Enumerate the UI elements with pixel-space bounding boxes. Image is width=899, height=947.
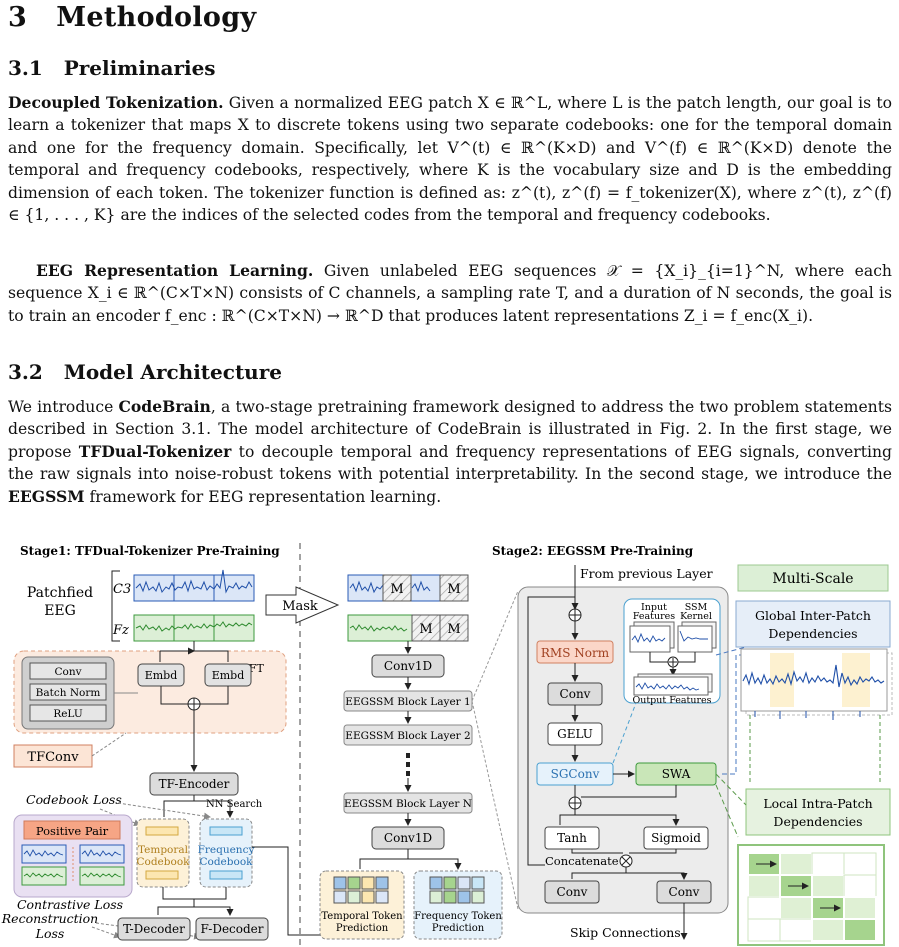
t-decoder-box: [117, 917, 191, 941]
svg-text:Embd: Embd: [212, 669, 245, 682]
subsection-heading-preliminaries: 3.1 Preliminaries: [8, 56, 216, 80]
stage1-title: Stage1: TFDual-Tokenizer Pre-Training: [20, 544, 280, 558]
svg-text:Conv: Conv: [560, 687, 591, 701]
conv-box: [29, 662, 107, 680]
svg-text:RMS Norm: RMS Norm: [541, 646, 610, 660]
relu-box: [29, 704, 107, 722]
mask-token: [382, 574, 412, 602]
svg-text:Positive Pair: Positive Pair: [36, 824, 109, 838]
svg-text:GELU: GELU: [557, 727, 593, 741]
svg-text:Conv1D: Conv1D: [384, 659, 432, 673]
svg-text:Conv: Conv: [557, 885, 588, 899]
svg-text:Dependencies: Dependencies: [773, 814, 862, 829]
temporal-codebook: [136, 818, 190, 888]
svg-text:SWA: SWA: [662, 767, 691, 781]
reconstruction-loss-label: Reconstruction: [1, 911, 98, 926]
global-dependencies-box: [735, 600, 891, 648]
codebook-loss-label: Codebook Loss: [26, 792, 122, 807]
contrastive-loss-label: Contrastive Loss: [17, 897, 123, 912]
batch-norm-box: [29, 683, 107, 701]
svg-text:Tanh: Tanh: [557, 831, 587, 845]
svg-text:TF-Encoder: TF-Encoder: [159, 777, 230, 791]
svg-text:Sigmoid: Sigmoid: [651, 831, 701, 845]
svg-text:Codebook: Codebook: [199, 856, 253, 868]
svg-text:TFConv: TFConv: [27, 750, 79, 765]
svg-text:Output Features: Output Features: [632, 695, 711, 706]
svg-text:Input: Input: [641, 602, 667, 613]
svg-text:Conv: Conv: [54, 666, 81, 678]
svg-text:Mask: Mask: [282, 599, 318, 614]
f-decoder-box: [195, 917, 269, 941]
concatenate-label: Concatenate: [545, 854, 619, 868]
svg-text:M: M: [447, 582, 460, 597]
svg-text:Loss: Loss: [35, 926, 65, 941]
svg-text:Embd: Embd: [145, 669, 178, 682]
svg-text:M: M: [390, 582, 403, 597]
svg-text:EEGSSM Block Layer N: EEGSSM Block Layer N: [344, 798, 472, 810]
architecture-figure: Stage1: TFDual-Tokenizer Pre-Training Pa…: [1, 543, 893, 946]
paragraph-representation-learning: EEG Representation Learning. Given unlab…: [8, 261, 892, 325]
svg-text:SGConv: SGConv: [551, 767, 600, 781]
svg-text:F-Decoder: F-Decoder: [200, 922, 263, 936]
section-heading: 3 Methodology: [8, 2, 257, 33]
svg-text:Temporal: Temporal: [138, 844, 189, 856]
svg-text:SSM: SSM: [685, 602, 708, 613]
svg-text:Multi-Scale: Multi-Scale: [772, 571, 853, 587]
svg-text:Conv1D: Conv1D: [384, 831, 432, 845]
svg-text:M: M: [447, 622, 460, 637]
svg-text:Prediction: Prediction: [432, 923, 485, 934]
nn-search-label: NN Search: [206, 799, 263, 810]
svg-text:EEGSSM Block Layer 1: EEGSSM Block Layer 1: [345, 696, 470, 708]
eegssm-block-2: [343, 724, 473, 746]
paragraph-decoupled-tokenization: Decoupled Tokenization. Given a normaliz…: [8, 93, 892, 225]
skip-connections-label: Skip Connections: [570, 925, 681, 940]
from-previous-label: From previous Layer: [580, 566, 713, 581]
svg-text:Dependencies: Dependencies: [768, 626, 857, 641]
svg-text:Frequency: Frequency: [198, 844, 255, 856]
conv-residual-box: [544, 880, 600, 904]
c3-signal: [135, 569, 253, 594]
svg-text:Features: Features: [633, 611, 675, 622]
subsection-heading-architecture: 3.2 Model Architecture: [8, 360, 282, 384]
channel-c3-label: C3: [113, 582, 131, 597]
mask-token: [411, 614, 441, 642]
svg-text:Codebook: Codebook: [136, 856, 190, 868]
svg-text:Prediction: Prediction: [336, 923, 389, 934]
global-signal: [742, 664, 885, 688]
channel-fz-label: Fz: [112, 623, 129, 638]
mask-token: [439, 574, 469, 602]
mask-arrow: [265, 586, 340, 624]
frequency-codebook: [199, 818, 253, 888]
patchfied-label: Patchfied: [27, 585, 93, 601]
svg-text:Kernel: Kernel: [680, 611, 712, 622]
positive-pair-box: [23, 820, 121, 840]
svg-text:Temporal Token: Temporal Token: [321, 911, 403, 922]
svg-text:EEGSSM Block Layer 2: EEGSSM Block Layer 2: [345, 730, 470, 742]
svg-text:Batch Norm: Batch Norm: [36, 687, 101, 699]
stage2-title: Stage2: EEGSSM Pre-Training: [492, 544, 694, 558]
svg-text:Local Intra-Patch: Local Intra-Patch: [763, 796, 872, 811]
svg-text:ReLU: ReLU: [53, 708, 83, 720]
svg-text:Frequency Token: Frequency Token: [414, 911, 502, 922]
local-attention-grid: [737, 844, 885, 946]
eeg-label: EEG: [44, 603, 76, 619]
channel-bracket: [111, 570, 120, 642]
svg-text:T-Decoder: T-Decoder: [123, 922, 185, 936]
svg-text:Global Inter-Patch: Global Inter-Patch: [755, 608, 871, 623]
multi-scale-box: [737, 564, 889, 592]
fz-signal: [135, 621, 253, 632]
svg-text:M: M: [419, 622, 432, 637]
svg-text:Conv: Conv: [669, 885, 700, 899]
local-dependencies-box: [745, 788, 891, 836]
mask-token: [439, 614, 469, 642]
paragraph-model-architecture: We introduce CodeBrain, a two-stage pret…: [8, 397, 893, 506]
